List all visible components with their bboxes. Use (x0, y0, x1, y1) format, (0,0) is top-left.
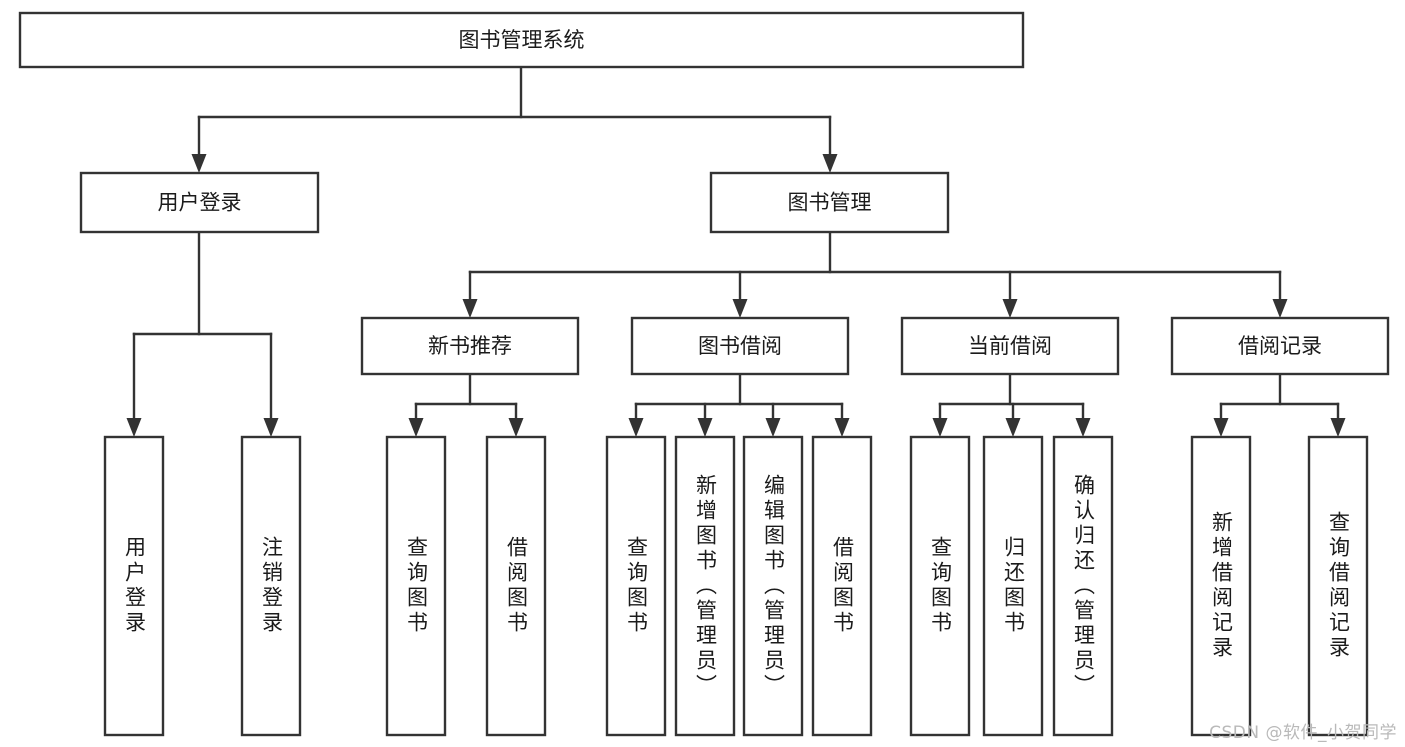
node-leaf-查询图书[interactable] (605, 435, 667, 737)
arrow-head-icon (822, 154, 838, 173)
node-leaf-确认归还管理员[interactable] (1052, 435, 1114, 737)
node-leaf-新增图书管理员[interactable] (674, 435, 736, 737)
node-leaf-借阅图书[interactable] (485, 435, 547, 737)
node-leaf-归还图书[interactable] (982, 435, 1044, 737)
arrow-head-icon (732, 299, 748, 318)
node-level3-当前借阅[interactable] (900, 316, 1120, 376)
node-leaf-注销登录[interactable] (240, 435, 302, 737)
node-leaf-借阅图书[interactable] (811, 435, 873, 737)
arrow-head-icon (462, 299, 478, 318)
node-leaf-查询图书[interactable] (385, 435, 447, 737)
arrow-head-icon (263, 418, 279, 437)
arrow-head-icon (1272, 299, 1288, 318)
csdn-watermark: CSDN @软件_小贺同学 (1209, 723, 1397, 743)
arrow-head-icon (1213, 418, 1229, 437)
connector-borrow-to-leaves (628, 372, 850, 437)
arrow-head-icon (834, 418, 850, 437)
node-leaf-查询图书[interactable] (909, 435, 971, 737)
boxes-layer (18, 11, 1390, 737)
node-level2-用户登录-label: 用户登录 (158, 191, 242, 215)
node-leaf-编辑图书管理员[interactable] (742, 435, 804, 737)
arrow-head-icon (932, 418, 948, 437)
arrow-head-icon (191, 154, 207, 173)
connector-current-borrow-to-leaves (932, 372, 1091, 437)
node-level3-图书借阅-label: 图书借阅 (698, 334, 782, 358)
connector-new-book-to-leaves (408, 372, 524, 437)
node-leaf-查询借阅记录[interactable] (1307, 435, 1369, 737)
node-level3-当前借阅-label: 当前借阅 (968, 334, 1052, 358)
node-leaf-用户登录[interactable] (103, 435, 165, 737)
connector-root-to-level2 (191, 65, 838, 173)
connector-borrow-record-to-leaves (1213, 372, 1346, 437)
arrow-head-icon (628, 418, 644, 437)
node-root-图书管理系统[interactable] (18, 11, 1025, 69)
node-root-图书管理系统-label: 图书管理系统 (459, 28, 585, 52)
connector-user-login-to-leaves (126, 230, 279, 437)
node-level3-借阅记录-label: 借阅记录 (1238, 334, 1322, 358)
arrow-head-icon (408, 418, 424, 437)
node-level3-新书推荐-label: 新书推荐 (428, 334, 512, 358)
arrow-head-icon (126, 418, 142, 437)
arrow-head-icon (765, 418, 781, 437)
node-level2-用户登录[interactable] (79, 171, 320, 234)
node-level3-新书推荐[interactable] (360, 316, 580, 376)
node-level3-借阅记录[interactable] (1170, 316, 1390, 376)
node-leaf-新增借阅记录[interactable] (1190, 435, 1252, 737)
connector-book-manage-to-level3 (462, 230, 1288, 318)
node-level3-图书借阅[interactable] (630, 316, 850, 376)
node-level2-图书管理-label: 图书管理 (788, 191, 872, 215)
arrow-head-icon (697, 418, 713, 437)
arrow-head-icon (1330, 418, 1346, 437)
arrow-head-icon (1075, 418, 1091, 437)
connectors-layer (126, 65, 1346, 437)
arrow-head-icon (1005, 418, 1021, 437)
arrow-head-icon (508, 418, 524, 437)
node-level2-图书管理[interactable] (709, 171, 950, 234)
arrow-head-icon (1002, 299, 1018, 318)
